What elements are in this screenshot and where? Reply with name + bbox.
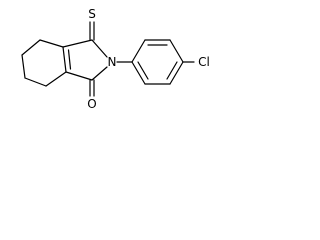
pyrrole-ring xyxy=(62,39,108,81)
bond-c7-c8 xyxy=(24,77,47,87)
bond-n-c1 xyxy=(91,66,108,81)
fused-double-bond xyxy=(62,46,72,73)
bond-ph1 xyxy=(131,39,146,63)
bond-c3a-c3 xyxy=(62,39,93,48)
bond-c5-c6 xyxy=(21,39,41,56)
bond-ph4 xyxy=(169,61,184,85)
atom-label-sulfur: S xyxy=(88,7,96,21)
bond-c4-c5 xyxy=(39,39,64,48)
bond-ph-inner-2 xyxy=(166,61,178,80)
atom-label-nitrogen: N xyxy=(108,55,117,69)
chlorophenyl-ring xyxy=(131,39,184,85)
bond-c3a-c7a-inner xyxy=(67,49,72,70)
bond-c3a-c7a xyxy=(62,46,67,73)
bond-ph-inner-3 xyxy=(137,61,149,80)
bond-ph3 xyxy=(169,39,184,63)
bond-c1-c7a xyxy=(65,71,93,81)
bond-c3-n xyxy=(91,39,108,58)
cyclohexene-ring xyxy=(21,39,67,87)
bond-c8-c9 xyxy=(45,71,67,87)
chemical-structure-diagram: S N O Cl xyxy=(21,7,210,111)
atom-label-chlorine: Cl xyxy=(198,55,210,69)
bond-c6-c7 xyxy=(21,54,26,79)
atom-label-oxygen: O xyxy=(87,97,96,111)
thiocarbonyl-group xyxy=(89,21,95,41)
structure-canvas: S N O Cl xyxy=(0,0,233,123)
bond-ph6 xyxy=(131,61,146,85)
carbonyl-group xyxy=(89,79,95,97)
